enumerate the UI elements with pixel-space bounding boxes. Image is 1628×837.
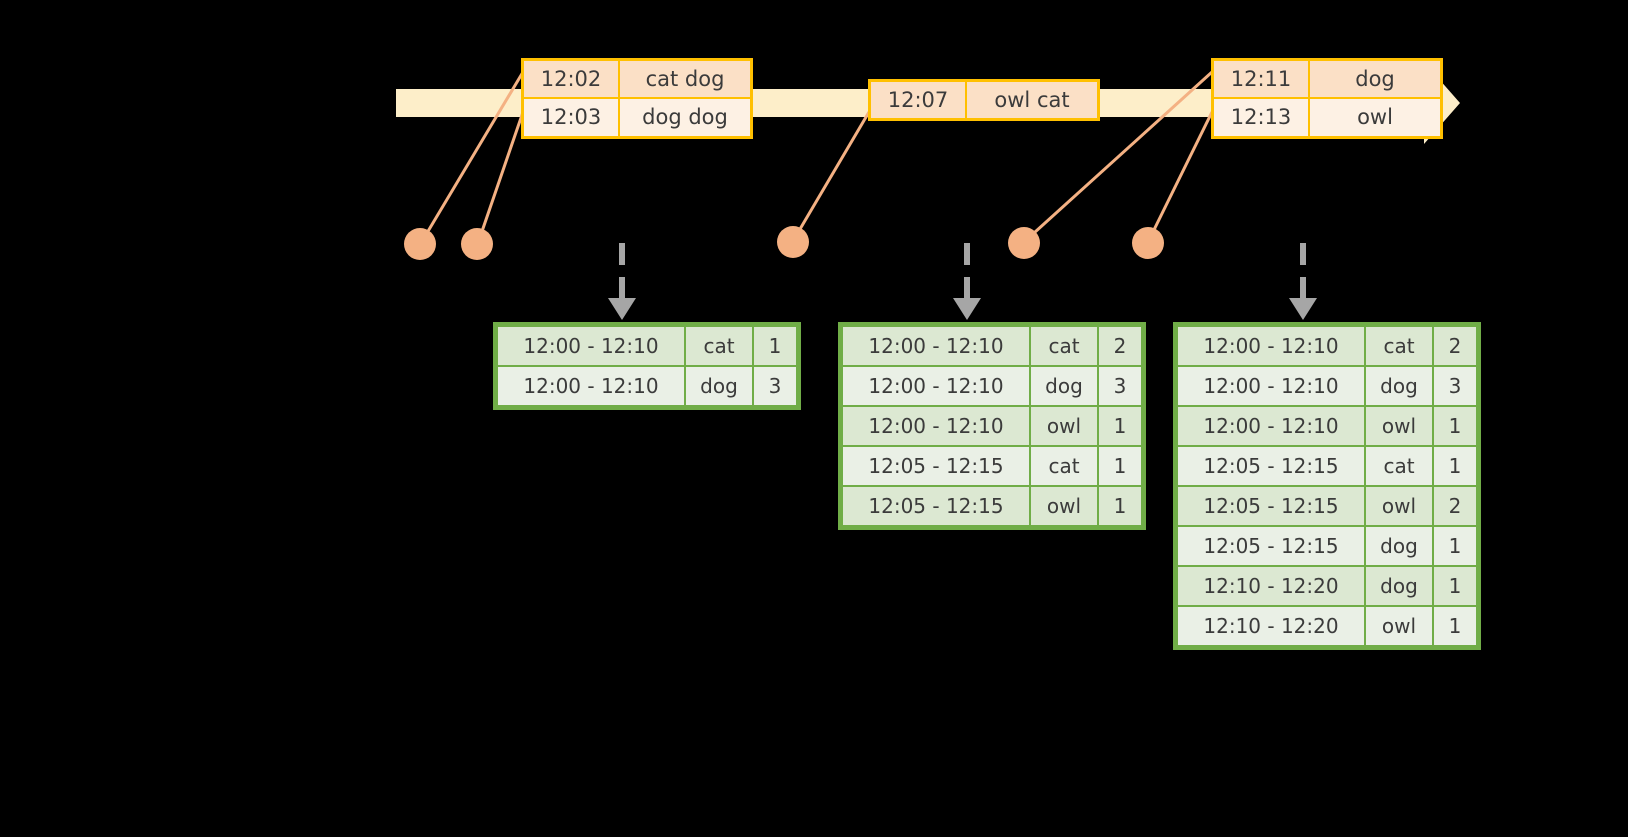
event-row[interactable]: 12:02 cat dog bbox=[521, 58, 753, 100]
table-row[interactable]: 12:05 - 12:15 dog 1 bbox=[1178, 527, 1476, 565]
window-cell: 12:00 - 12:10 bbox=[498, 327, 684, 365]
window-cell: 12:05 - 12:15 bbox=[1178, 487, 1364, 525]
emit-arrow-2 bbox=[953, 243, 981, 320]
window-cell: 12:10 - 12:20 bbox=[1178, 567, 1364, 605]
event-time: 12:13 bbox=[1211, 97, 1310, 139]
table-row[interactable]: 12:10 - 12:20 dog 1 bbox=[1178, 567, 1476, 605]
emit-arrow-1 bbox=[608, 243, 636, 320]
table-row[interactable]: 12:05 - 12:15 owl 2 bbox=[1178, 487, 1476, 525]
event-row[interactable]: 12:07 owl cat bbox=[868, 79, 1100, 121]
table-row[interactable]: 12:00 - 12:10 cat 2 bbox=[1178, 327, 1476, 365]
window-cell: 12:10 - 12:20 bbox=[1178, 607, 1364, 645]
result-table-2[interactable]: 12:00 - 12:10 cat 2 12:00 - 12:10 dog 3 … bbox=[838, 322, 1146, 530]
word-cell: cat bbox=[1366, 447, 1432, 485]
count-cell: 3 bbox=[754, 367, 796, 405]
table-row[interactable]: 12:00 - 12:10 dog 3 bbox=[498, 367, 796, 405]
count-cell: 1 bbox=[1434, 527, 1476, 565]
word-cell: cat bbox=[1366, 327, 1432, 365]
event-words: owl bbox=[1308, 97, 1443, 139]
event-time: 12:11 bbox=[1211, 58, 1310, 100]
result-table-1[interactable]: 12:00 - 12:10 cat 1 12:00 - 12:10 dog 3 bbox=[493, 322, 801, 410]
word-cell: dog bbox=[1366, 367, 1432, 405]
window-cell: 12:05 - 12:15 bbox=[1178, 527, 1364, 565]
count-cell: 1 bbox=[1099, 487, 1141, 525]
event-words: dog bbox=[1308, 58, 1443, 100]
word-cell: dog bbox=[1031, 367, 1097, 405]
word-cell: dog bbox=[686, 367, 752, 405]
event-words: dog dog bbox=[618, 97, 753, 139]
connector-dot-5 bbox=[1132, 227, 1164, 259]
count-cell: 1 bbox=[1434, 447, 1476, 485]
event-group-1[interactable]: 12:02 cat dog 12:03 dog dog bbox=[521, 58, 753, 139]
window-cell: 12:00 - 12:10 bbox=[843, 407, 1029, 445]
table-row[interactable]: 12:00 - 12:10 owl 1 bbox=[843, 407, 1141, 445]
event-row[interactable]: 12:03 dog dog bbox=[521, 97, 753, 139]
event-words: owl cat bbox=[965, 79, 1100, 121]
event-time: 12:02 bbox=[521, 58, 620, 100]
word-cell: owl bbox=[1031, 407, 1097, 445]
window-cell: 12:00 - 12:10 bbox=[1178, 407, 1364, 445]
word-cell: cat bbox=[1031, 327, 1097, 365]
connector-dot-group bbox=[404, 226, 1164, 260]
connector-dot-2 bbox=[461, 228, 493, 260]
window-cell: 12:00 - 12:10 bbox=[498, 367, 684, 405]
table-row[interactable]: 12:00 - 12:10 cat 1 bbox=[498, 327, 796, 365]
window-cell: 12:00 - 12:10 bbox=[1178, 327, 1364, 365]
count-cell: 1 bbox=[1434, 567, 1476, 605]
window-cell: 12:05 - 12:15 bbox=[843, 447, 1029, 485]
table-row[interactable]: 12:00 - 12:10 cat 2 bbox=[843, 327, 1141, 365]
count-cell: 2 bbox=[1099, 327, 1141, 365]
table-row[interactable]: 12:05 - 12:15 cat 1 bbox=[843, 447, 1141, 485]
emit-arrow-group bbox=[608, 243, 1317, 320]
word-cell: owl bbox=[1366, 607, 1432, 645]
word-cell: cat bbox=[1031, 447, 1097, 485]
word-cell: owl bbox=[1031, 487, 1097, 525]
emit-arrow-3 bbox=[1289, 243, 1317, 320]
event-row[interactable]: 12:11 dog bbox=[1211, 58, 1443, 100]
event-group-2[interactable]: 12:07 owl cat bbox=[868, 79, 1100, 122]
window-cell: 12:00 - 12:10 bbox=[1178, 367, 1364, 405]
word-cell: owl bbox=[1366, 487, 1432, 525]
window-cell: 12:00 - 12:10 bbox=[843, 367, 1029, 405]
table-row[interactable]: 12:00 - 12:10 dog 3 bbox=[1178, 367, 1476, 405]
connector-dot-3 bbox=[777, 226, 809, 258]
table-row[interactable]: 12:05 - 12:15 owl 1 bbox=[843, 487, 1141, 525]
connector-dot-4 bbox=[1008, 227, 1040, 259]
word-cell: cat bbox=[686, 327, 752, 365]
count-cell: 3 bbox=[1434, 367, 1476, 405]
count-cell: 2 bbox=[1434, 487, 1476, 525]
window-cell: 12:05 - 12:15 bbox=[843, 487, 1029, 525]
window-cell: 12:05 - 12:15 bbox=[1178, 447, 1364, 485]
count-cell: 1 bbox=[1099, 407, 1141, 445]
table-row[interactable]: 12:00 - 12:10 dog 3 bbox=[843, 367, 1141, 405]
table-row[interactable]: 12:05 - 12:15 cat 1 bbox=[1178, 447, 1476, 485]
window-cell: 12:00 - 12:10 bbox=[843, 327, 1029, 365]
word-cell: owl bbox=[1366, 407, 1432, 445]
count-cell: 3 bbox=[1099, 367, 1141, 405]
event-time: 12:03 bbox=[521, 97, 620, 139]
count-cell: 1 bbox=[754, 327, 796, 365]
count-cell: 1 bbox=[1099, 447, 1141, 485]
word-cell: dog bbox=[1366, 527, 1432, 565]
count-cell: 1 bbox=[1434, 607, 1476, 645]
event-words: cat dog bbox=[618, 58, 753, 100]
connector-dot-1 bbox=[404, 228, 436, 260]
word-cell: dog bbox=[1366, 567, 1432, 605]
count-cell: 1 bbox=[1434, 407, 1476, 445]
table-row[interactable]: 12:00 - 12:10 owl 1 bbox=[1178, 407, 1476, 445]
event-row[interactable]: 12:13 owl bbox=[1211, 97, 1443, 139]
result-table-3[interactable]: 12:00 - 12:10 cat 2 12:00 - 12:10 dog 3 … bbox=[1173, 322, 1481, 650]
count-cell: 2 bbox=[1434, 327, 1476, 365]
event-group-3[interactable]: 12:11 dog 12:13 owl bbox=[1211, 58, 1443, 139]
event-time: 12:07 bbox=[868, 79, 967, 121]
table-row[interactable]: 12:10 - 12:20 owl 1 bbox=[1178, 607, 1476, 645]
